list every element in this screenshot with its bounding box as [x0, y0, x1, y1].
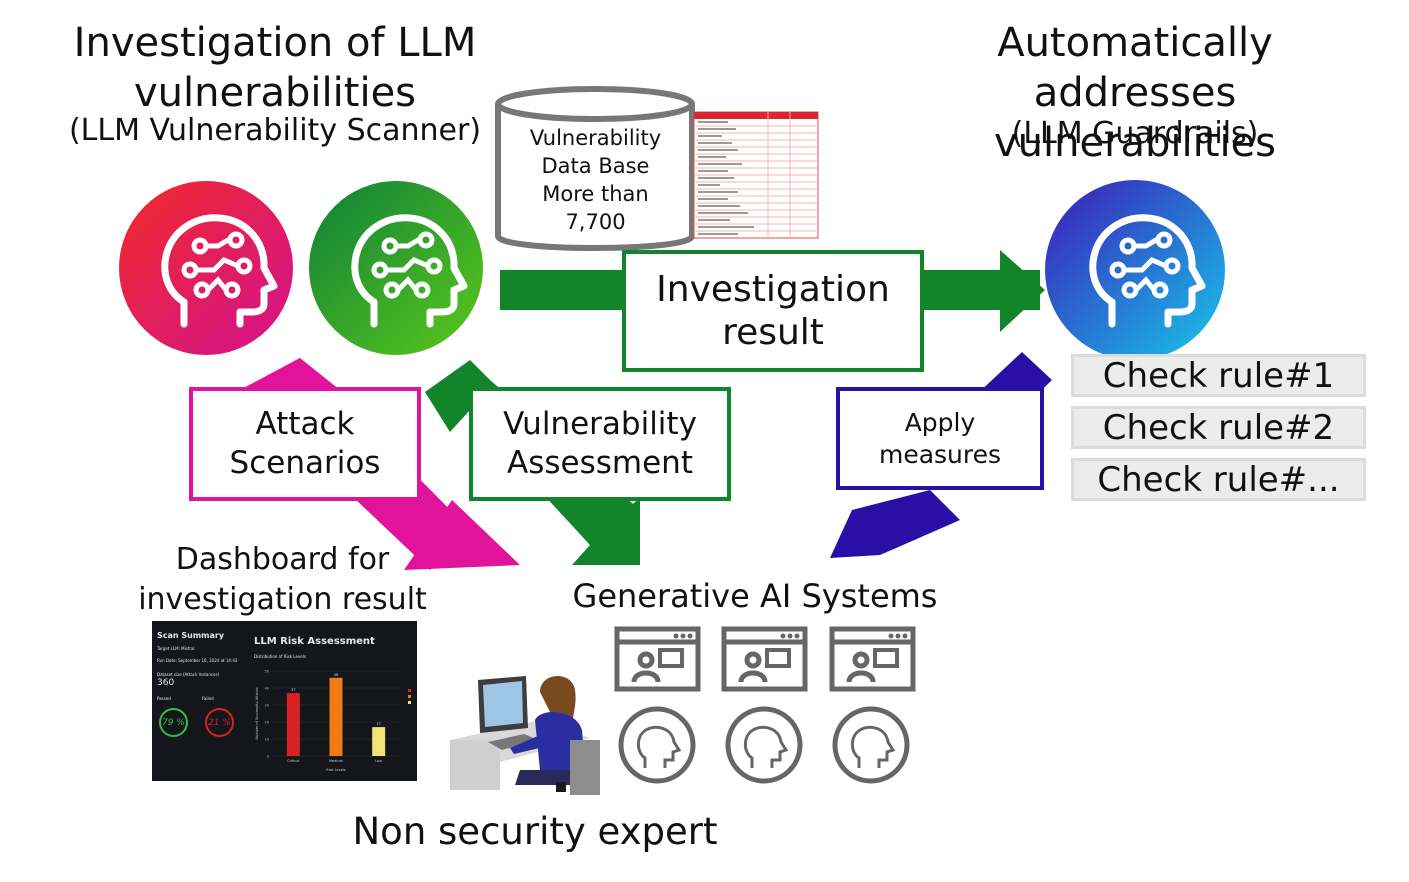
failed-gauge: 21 % [205, 708, 234, 737]
chart-title: LLM Risk Assessment [254, 636, 375, 647]
vulnerability-table-thumbnail [693, 111, 819, 239]
gen-ai-head-icons [618, 706, 910, 784]
left-subtitle: (LLM Vulnerability Scanner) [68, 113, 482, 148]
attack-scenarios-line1: Attack [255, 406, 355, 442]
y-tick-label: 30 [265, 704, 269, 708]
database-line2: Data Base [541, 154, 650, 178]
database-line3: More than [542, 182, 649, 206]
left-title: Investigation of LLM vulnerabilities [40, 18, 510, 118]
dashboard-label: Dashboard for investigation result [120, 540, 445, 620]
dataset-size-value: 360 [157, 678, 175, 688]
bar-low [372, 727, 386, 756]
target-llm: Target LLM: Mistral [157, 646, 195, 651]
right-title-line2: vulnerabilities [993, 120, 1277, 166]
apply-measures-box: Apply measures [836, 387, 1044, 490]
dashboard-label-line2: investigation result [138, 582, 427, 617]
investigation-result-line1: Investigation [656, 269, 890, 310]
bar-value-label: 37 [291, 688, 295, 692]
database-icon [495, 86, 695, 251]
ai-model-icon [725, 706, 803, 784]
legend-swatch [408, 701, 411, 704]
app-window-icon [721, 626, 808, 692]
check-rule-2: Check rule#2 [1071, 406, 1366, 449]
gen-ai-window-icons [614, 626, 916, 692]
vulnerability-assessment-box: Vulnerability Assessment [469, 387, 731, 501]
check-rule-more: Check rule#... [1071, 458, 1366, 501]
x-tick-label: Medium [329, 759, 344, 763]
passed-label: Passed [157, 696, 171, 701]
apply-measures-line2: measures [878, 439, 1002, 469]
database-line4: 7,700 [565, 210, 626, 234]
vulnerability-assessment-line1: Vulnerability [503, 406, 697, 442]
gen-ai-label: Generative AI Systems [572, 577, 938, 615]
y-tick-label: 50 [265, 670, 269, 674]
y-tick-label: 10 [265, 738, 269, 742]
non-expert-label: Non security expert [352, 810, 718, 853]
investigation-result-line2: result [722, 312, 824, 353]
left-title-line1: Investigation of LLM [73, 20, 477, 66]
investigation-result-box: Investigation result [622, 250, 924, 372]
bar-value-label: 17 [376, 722, 380, 726]
dashboard-label-line1: Dashboard for [175, 542, 390, 577]
left-title-line2: vulnerabilities [133, 70, 417, 116]
attack-scenarios-line2: Scenarios [229, 445, 381, 481]
right-title-line1: Automatically addresses [997, 20, 1273, 116]
y-tick-label: 40 [265, 687, 269, 691]
vulnerability-assessment-line2: Assessment [507, 445, 693, 481]
ai-model-icon [832, 706, 910, 784]
y-axis-label: Number of Successful Attacks [255, 687, 259, 739]
app-window-icon [614, 626, 701, 692]
app-window-icon [829, 626, 916, 692]
bar-value-label: 46 [334, 673, 338, 677]
failed-label: Failed [202, 696, 214, 701]
bar-medium [329, 677, 343, 756]
x-axis-label: Risk Levels [326, 768, 346, 772]
dashboard-thumbnail: Scan Summary Target LLM: Mistral Run Dat… [152, 621, 417, 781]
right-subtitle: (LLM Guardrails) [1011, 116, 1259, 151]
person-at-computer-illustration [450, 675, 600, 795]
bar-critical [286, 693, 300, 756]
database-line1: Vulnerability [529, 126, 662, 150]
chart-subtitle: Distribution of Risk Levels [254, 654, 306, 659]
scan-summary-title: Scan Summary [157, 631, 225, 640]
legend-swatch [408, 689, 411, 692]
passed-gauge: 79 % [159, 708, 188, 737]
y-tick-label: 0 [267, 755, 269, 759]
check-rule-1: Check rule#1 [1071, 354, 1366, 397]
legend-swatch [408, 695, 411, 698]
attack-scenarios-box: Attack Scenarios [189, 387, 421, 501]
y-tick-label: 20 [265, 721, 269, 725]
database-label: Vulnerability Data Base More than 7,700 [508, 124, 683, 236]
run-date: Run Date: September 16, 2024 at 14:43 [157, 658, 238, 663]
x-tick-label: Low [375, 759, 382, 763]
ai-model-icon [618, 706, 696, 784]
right-title: Automatically addresses vulnerabilities [890, 18, 1380, 168]
dataset-size-label: Dataset size (Attack Instances) [157, 672, 220, 677]
apply-measures-line1: Apply [904, 407, 976, 437]
x-tick-label: Critical [287, 759, 299, 763]
